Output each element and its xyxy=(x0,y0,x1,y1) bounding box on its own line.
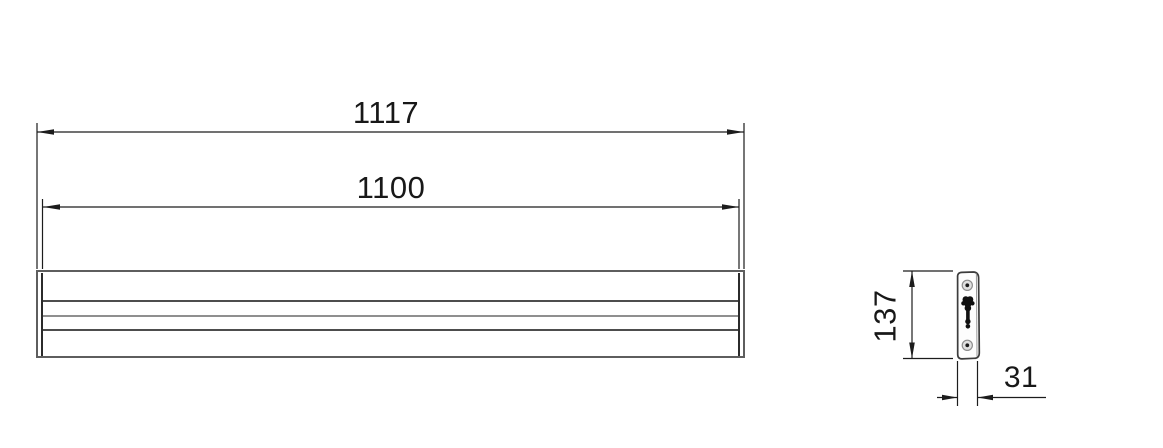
depth-dimension-label: 31 xyxy=(1003,361,1039,394)
arrowhead-overall-left xyxy=(37,129,54,135)
screw-hole-top xyxy=(961,279,973,291)
side-profile-inner-edge xyxy=(975,273,978,357)
arrowhead-inner-left xyxy=(43,204,60,210)
arrowhead-depth-right xyxy=(977,394,993,401)
arrowhead-height-bottom xyxy=(909,342,915,359)
inner-width-dimension-label: 1100 xyxy=(356,170,426,205)
side-view xyxy=(956,271,981,360)
rail-right-end-plate-edge xyxy=(737,273,740,356)
arrowhead-inner-right xyxy=(722,204,739,210)
rail-outline xyxy=(36,270,745,358)
rail-groove-line-middle xyxy=(43,314,738,317)
rail-left-end-plate-edge xyxy=(40,273,43,356)
rail-groove-line-top xyxy=(43,299,738,302)
rail-groove-line-bottom xyxy=(43,328,738,331)
arrowhead-depth-left xyxy=(942,394,958,401)
screw-hole-bottom xyxy=(961,339,973,352)
arrowhead-overall-right xyxy=(727,129,744,135)
arrowhead-height-top xyxy=(909,271,915,287)
overall-width-dimension-label: 1117 xyxy=(352,95,420,130)
keyhole-slot xyxy=(961,296,975,329)
height-dimension-label: 137 xyxy=(867,289,903,343)
